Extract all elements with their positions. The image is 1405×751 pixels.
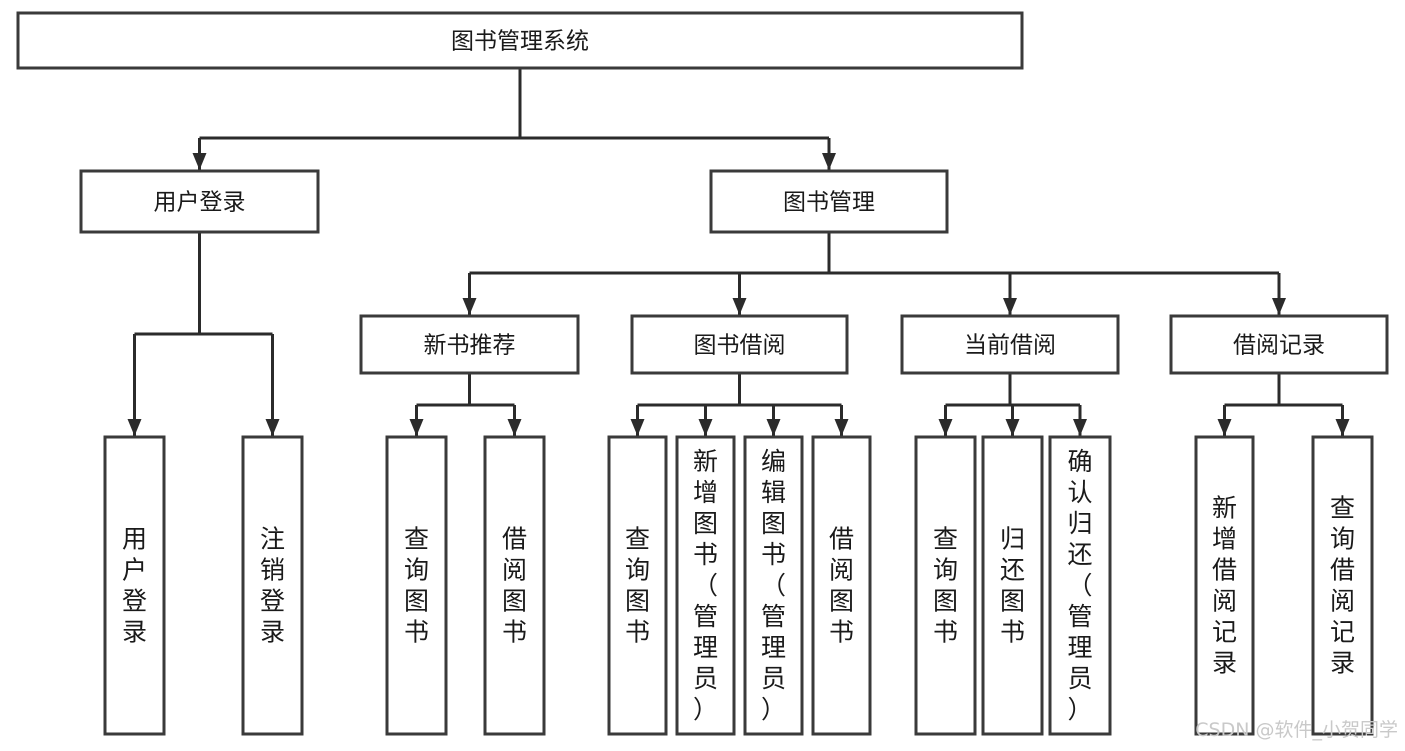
- group-3-arrow-1: [1335, 419, 1350, 436]
- user-login-arrow-1: [265, 419, 280, 436]
- book-mgmt-arrow-2: [1003, 298, 1017, 315]
- node-当前借阅[interactable]: 当前借阅: [900, 314, 1120, 375]
- node-图书管理系统[interactable]: 图书管理系统: [16, 11, 1024, 70]
- node-label-图书管理系统: 图书管理系统: [451, 29, 589, 55]
- node-新增图书管理员[interactable]: 新增图书（管理员）: [675, 435, 736, 736]
- node-label-查询借阅记录: 查询借阅记录: [1330, 494, 1355, 678]
- root-arrow-0: [192, 153, 207, 170]
- node-新书推荐[interactable]: 新书推荐: [359, 314, 580, 375]
- node-label-编辑图书管理员: 编辑图书（管理员）: [761, 447, 786, 724]
- node-确认归还管理员[interactable]: 确认归还（管理员）: [1048, 435, 1112, 736]
- watermark-text: CSDN @软件_小贺同学: [1195, 719, 1398, 741]
- group-1-arrow-0: [630, 419, 645, 436]
- group-2-arrow-1: [1005, 419, 1020, 436]
- node-box-查询图书[interactable]: [385, 435, 448, 736]
- book-mgmt-arrow-3: [1272, 298, 1286, 315]
- node-box-查询借阅记录[interactable]: [1311, 435, 1374, 736]
- group-1-arrow-2: [766, 419, 781, 436]
- node-label-借阅记录: 借阅记录: [1233, 333, 1325, 359]
- node-box-查询图书[interactable]: [607, 435, 668, 736]
- group-1-arrow-1: [698, 419, 713, 436]
- node-注销登录[interactable]: 注销登录: [241, 435, 304, 736]
- node-label-查询图书: 查询图书: [625, 525, 650, 647]
- node-box-当前借阅[interactable]: [900, 314, 1120, 375]
- node-box-新书推荐[interactable]: [359, 314, 580, 375]
- node-box-借阅图书[interactable]: [811, 435, 872, 736]
- node-box-图书管理[interactable]: [709, 169, 949, 234]
- node-查询图书[interactable]: 查询图书: [607, 435, 668, 736]
- node-编辑图书管理员[interactable]: 编辑图书（管理员）: [743, 435, 804, 736]
- node-label-借阅图书: 借阅图书: [829, 525, 854, 647]
- book-mgmt-arrow-1: [732, 298, 747, 315]
- node-图书借阅[interactable]: 图书借阅: [630, 314, 849, 375]
- node-box-图书管理系统[interactable]: [16, 11, 1024, 70]
- node-box-用户登录[interactable]: [103, 435, 166, 736]
- node-归还图书[interactable]: 归还图书: [981, 435, 1044, 736]
- node-label-新增借阅记录: 新增借阅记录: [1212, 494, 1237, 678]
- node-借阅图书[interactable]: 借阅图书: [811, 435, 872, 736]
- book-mgmt-arrow-0: [462, 298, 477, 315]
- node-label-注销登录: 注销登录: [260, 525, 285, 647]
- node-box-新增借阅记录[interactable]: [1194, 435, 1255, 736]
- node-box-用户登录[interactable]: [79, 169, 320, 234]
- node-label-确认归还管理员: 确认归还（管理员）: [1067, 447, 1092, 724]
- node-label-用户登录: 用户登录: [122, 525, 147, 647]
- node-借阅图书[interactable]: 借阅图书: [483, 435, 546, 736]
- node-label-图书借阅: 图书借阅: [694, 333, 786, 359]
- node-用户登录[interactable]: 用户登录: [103, 435, 166, 736]
- node-box-新增图书管理员[interactable]: [675, 435, 736, 736]
- node-新增借阅记录[interactable]: 新增借阅记录: [1194, 435, 1255, 736]
- node-box-编辑图书管理员[interactable]: [743, 435, 804, 736]
- node-label-查询图书: 查询图书: [933, 525, 958, 647]
- group-1-arrow-3: [834, 419, 849, 436]
- node-借阅记录[interactable]: 借阅记录: [1169, 314, 1389, 375]
- group-0-arrow-1: [507, 419, 522, 436]
- node-label-当前借阅: 当前借阅: [964, 333, 1056, 359]
- node-label-用户登录: 用户登录: [154, 190, 246, 216]
- node-查询图书[interactable]: 查询图书: [385, 435, 448, 736]
- node-label-归还图书: 归还图书: [1000, 525, 1025, 647]
- node-查询借阅记录[interactable]: 查询借阅记录: [1311, 435, 1374, 736]
- node-用户登录[interactable]: 用户登录: [79, 169, 320, 234]
- node-label-新增图书管理员: 新增图书（管理员）: [693, 447, 718, 724]
- group-2-arrow-2: [1073, 419, 1087, 436]
- group-2-arrow-0: [938, 419, 953, 436]
- group-3-arrow-0: [1217, 419, 1232, 436]
- node-box-归还图书[interactable]: [981, 435, 1044, 736]
- node-label-查询图书: 查询图书: [404, 525, 429, 647]
- node-查询图书[interactable]: 查询图书: [914, 435, 977, 736]
- node-label-借阅图书: 借阅图书: [502, 525, 527, 647]
- node-box-借阅记录[interactable]: [1169, 314, 1389, 375]
- node-box-确认归还管理员[interactable]: [1048, 435, 1112, 736]
- node-box-查询图书[interactable]: [914, 435, 977, 736]
- group-0-arrow-0: [409, 419, 424, 436]
- node-图书管理[interactable]: 图书管理: [709, 169, 949, 234]
- node-label-新书推荐: 新书推荐: [424, 333, 516, 359]
- node-box-借阅图书[interactable]: [483, 435, 546, 736]
- node-label-图书管理: 图书管理: [783, 190, 875, 216]
- node-box-图书借阅[interactable]: [630, 314, 849, 375]
- user-login-arrow-0: [127, 419, 142, 436]
- node-box-注销登录[interactable]: [241, 435, 304, 736]
- root-arrow-1: [822, 153, 836, 170]
